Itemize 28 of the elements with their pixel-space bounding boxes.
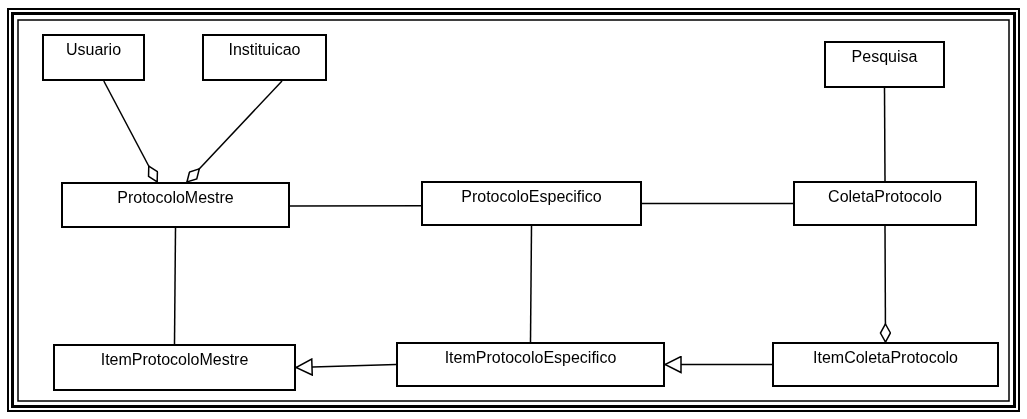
- generalization-arrow: [664, 355, 773, 374]
- class-name: Instituicao: [227, 40, 302, 59]
- class-name: Usuario: [64, 40, 123, 59]
- association-line: [173, 227, 177, 345]
- class-box: [772, 342, 999, 387]
- class-box: [396, 342, 665, 387]
- aggregation-line: [103, 80, 159, 183]
- class-box: [202, 34, 327, 81]
- association-line: [641, 202, 794, 205]
- class-box: [421, 181, 642, 226]
- class-name: ItemProtocoloEspecifico: [443, 348, 618, 367]
- class-box: [53, 344, 296, 391]
- association-line: [289, 205, 422, 207]
- class-box: [42, 34, 145, 81]
- class-box: [61, 182, 290, 228]
- aggregation-line: [879, 225, 892, 343]
- association-line: [883, 87, 886, 182]
- class-name: ProtocoloMestre: [116, 188, 235, 207]
- class-box: [824, 41, 945, 88]
- class-box: [793, 181, 977, 226]
- class-name: ColetaProtocolo: [827, 187, 943, 206]
- class-name: ItemColetaProtocolo: [812, 348, 959, 367]
- generalization-arrow: [295, 358, 397, 376]
- aggregation-line: [186, 80, 283, 183]
- class-name: ItemProtocoloMestre: [99, 350, 250, 369]
- class-name: ProtocoloEspecifico: [460, 187, 603, 206]
- association-line: [529, 225, 533, 343]
- class-name: Pesquisa: [850, 47, 919, 66]
